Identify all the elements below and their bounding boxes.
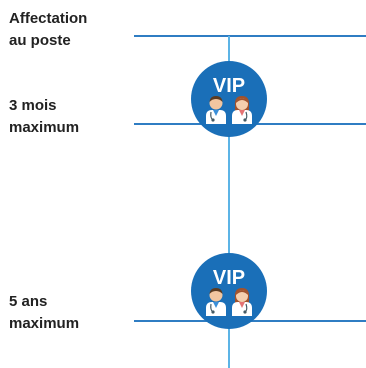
vip-badge: VIP bbox=[191, 253, 267, 329]
vip-badge-text: VIP bbox=[213, 267, 245, 289]
female-doctor-icon bbox=[232, 288, 252, 316]
step-1-label: 3 mois maximum bbox=[9, 97, 80, 136]
assignment-label: Affectation au poste bbox=[9, 10, 88, 49]
male-doctor-icon bbox=[206, 288, 226, 316]
assignment-line bbox=[134, 35, 366, 37]
timeline-axis bbox=[228, 36, 230, 368]
vip-badge-text: VIP bbox=[213, 75, 245, 97]
step-2-label: 5 ans maximum bbox=[9, 293, 80, 332]
male-doctor-icon bbox=[206, 96, 226, 124]
female-doctor-icon bbox=[232, 96, 252, 124]
vip-badge: VIP bbox=[191, 61, 267, 137]
